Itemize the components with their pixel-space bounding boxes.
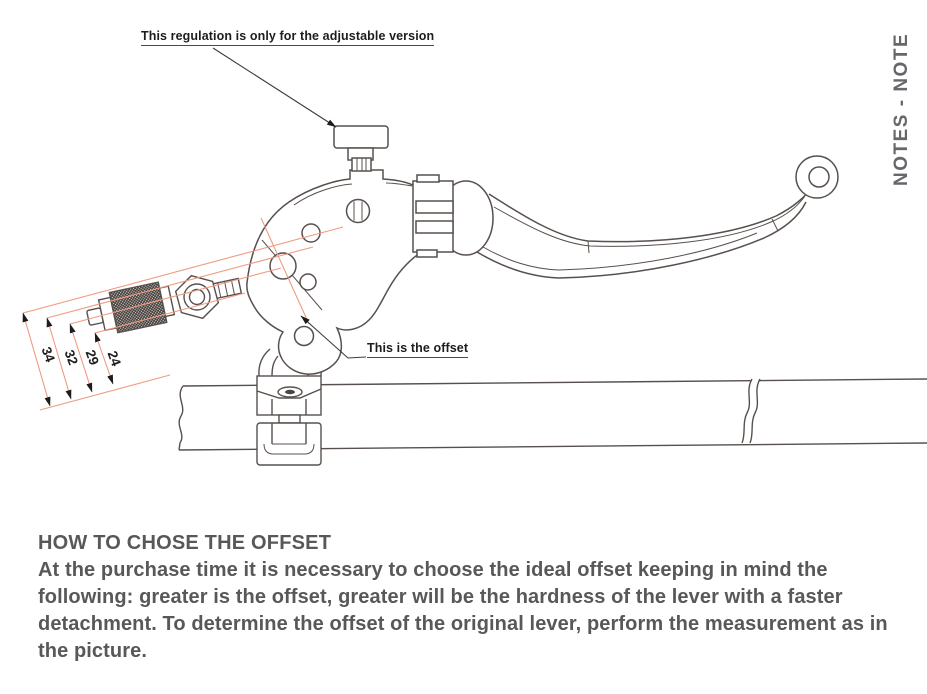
clevis-slot xyxy=(415,200,454,214)
handlebar-clamp xyxy=(256,375,322,466)
section-heading: HOW TO CHOSE THE OFFSET xyxy=(38,532,332,554)
tube-break-left xyxy=(178,385,184,451)
blade-ball-hole xyxy=(808,166,830,188)
clevis-block xyxy=(412,180,454,253)
adjuster-knob xyxy=(333,125,389,172)
figure-technical-drawing: 34 32 29 24 This regulation is only for … xyxy=(22,29,927,466)
dimension-29: 29 xyxy=(83,348,102,367)
tube-break-right xyxy=(741,378,753,444)
offset-hole xyxy=(293,325,315,347)
lever-pivot xyxy=(412,174,494,258)
body-hole xyxy=(301,223,321,243)
annotation-offset: This is the offset xyxy=(367,341,469,358)
reach-adjuster-screw xyxy=(86,274,243,334)
dimension-labels: 34 32 29 24 xyxy=(39,345,124,369)
leader-offset xyxy=(300,315,367,359)
lever-drawing: 34 32 29 24 xyxy=(22,47,927,466)
centerlines xyxy=(22,217,344,411)
dimension-32: 32 xyxy=(62,348,81,367)
bleed-screw xyxy=(345,198,371,224)
dimension-lines xyxy=(22,312,114,407)
dimension-34: 34 xyxy=(39,345,58,365)
dimension-24: 24 xyxy=(105,349,124,369)
howto-section: HOW TO CHOSE THE OFFSET At the purchase … xyxy=(38,530,888,665)
annotation-adjustable: This regulation is only for the adjustab… xyxy=(141,29,435,46)
clevis-slot xyxy=(415,220,454,234)
tube-break-right xyxy=(749,378,761,444)
knurled-dial xyxy=(108,281,168,334)
lever-blade xyxy=(476,155,839,279)
leader-adjustable xyxy=(212,47,337,128)
page-edge-label: NOTES - NOTE xyxy=(891,32,912,186)
leader-lines xyxy=(212,47,367,359)
body-hole xyxy=(299,273,317,291)
section-body: At the purchase time it is necessary to … xyxy=(38,559,888,662)
